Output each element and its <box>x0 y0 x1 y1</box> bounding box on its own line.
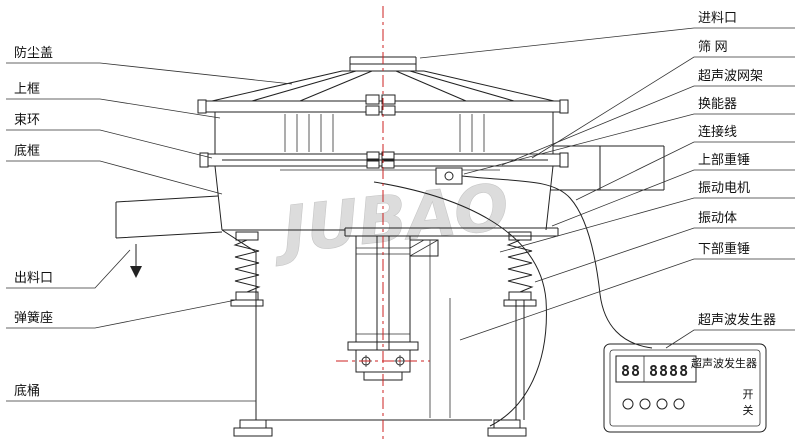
leader-line <box>531 56 795 159</box>
label-ultrasonic-mesh-frame: 超声波网架 <box>698 68 763 83</box>
screen-mesh-shape <box>222 159 548 171</box>
leader-line <box>6 129 213 159</box>
generator-button[interactable] <box>656 398 668 410</box>
leader-line <box>6 299 237 329</box>
leader-line <box>463 113 795 175</box>
upper-frame-shape <box>214 112 554 154</box>
label-vibration-body: 振动体 <box>698 210 737 225</box>
label-screen-mesh: 筛 网 <box>698 39 728 54</box>
label-bottom-barrel: 底桶 <box>14 383 40 398</box>
leader-line <box>6 98 221 119</box>
label-bottom-frame: 底框 <box>14 143 40 158</box>
leader-line <box>665 329 795 349</box>
discharge-outlet-shape <box>115 195 223 278</box>
label-transducer: 换能器 <box>698 96 737 111</box>
base-barrel-shape <box>221 229 527 437</box>
switch-off-label: 关 <box>743 403 754 417</box>
label-ultrasonic-generator: 超声波发生器 <box>698 312 776 327</box>
label-dust-cover: 防尘盖 <box>14 45 53 60</box>
generator-display-right: 8888 <box>649 362 689 380</box>
part-labels: 防尘盖 上框 束环 底框 出料口 弹簧座 底桶 进料口 筛 网 超声波网架 换能… <box>14 10 776 398</box>
leader-line <box>501 85 795 166</box>
generator-display <box>615 355 697 383</box>
leader-line <box>499 197 795 253</box>
label-feed-inlet: 进料口 <box>698 10 737 25</box>
leader-line <box>459 258 795 341</box>
connection-wire <box>461 175 653 349</box>
cutaway-arc <box>373 181 547 427</box>
leader-lines <box>6 27 795 402</box>
leader-line <box>534 227 795 283</box>
label-upper-frame: 上框 <box>14 81 40 96</box>
label-clamp-ring: 束环 <box>14 112 40 127</box>
label-connecting-wire: 连接线 <box>698 124 737 139</box>
leader-line <box>575 141 795 201</box>
generator-box: 88 8888 超声波发生器 开 关 <box>603 343 767 433</box>
transducer-shape <box>435 167 463 185</box>
bottom-frame-shape <box>214 165 554 231</box>
generator-display-left: 88 <box>621 362 641 380</box>
switch-on-label: 开 <box>743 389 754 401</box>
right-outlet-shape <box>550 145 665 191</box>
leader-line <box>419 27 795 59</box>
generator-button[interactable] <box>673 398 685 410</box>
clamp-ring-shape <box>199 151 569 169</box>
leader-line <box>551 169 795 227</box>
label-vibration-motor: 振动电机 <box>698 180 750 195</box>
label-lower-weight: 下部重锤 <box>698 241 750 256</box>
watermark-text: JUBAO <box>268 171 512 269</box>
leader-line <box>6 249 131 289</box>
leader-line <box>6 62 293 85</box>
label-spring-seat: 弹簧座 <box>14 310 53 325</box>
leader-line <box>6 160 223 195</box>
spring-left <box>230 231 264 307</box>
machine-drawing <box>115 56 665 437</box>
generator-button[interactable] <box>639 398 651 410</box>
generator-title: 超声波发生器 <box>691 356 757 370</box>
generator-button[interactable] <box>622 398 634 410</box>
label-upper-weight: 上部重锤 <box>698 152 750 167</box>
label-discharge-outlet: 出料口 <box>14 270 53 285</box>
